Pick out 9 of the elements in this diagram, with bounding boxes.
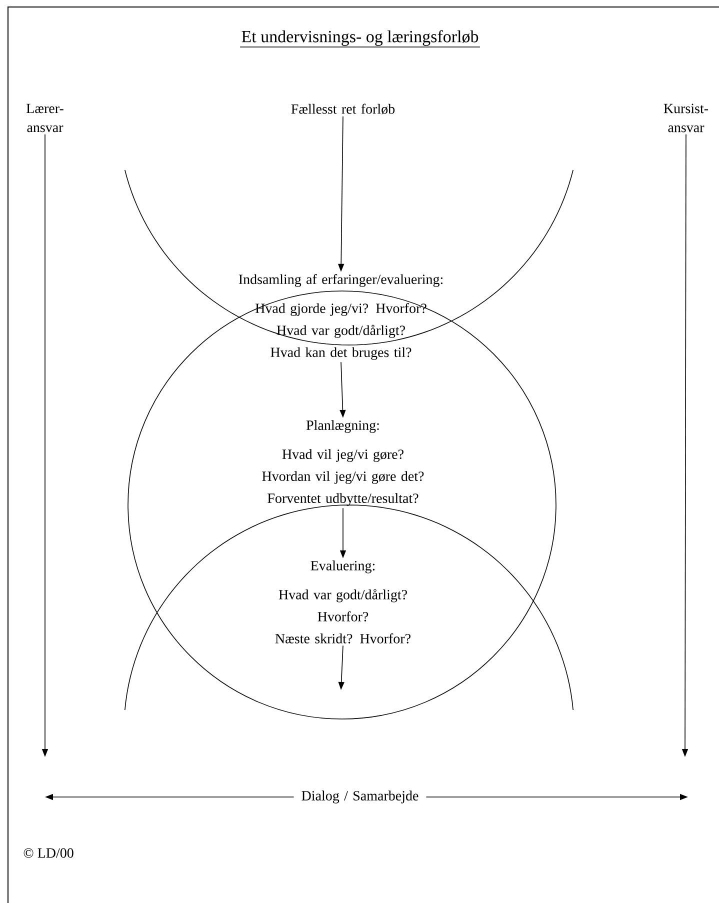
copyright-note: © LD/00 [24, 848, 74, 858]
title: Et undervisnings- og læringsforløb [242, 30, 478, 46]
responsibility-label: Kursist- ansvar [664, 104, 708, 132]
dialog-label: Dialog / Samarbejde [302, 790, 418, 804]
stage-text: Planlægning: Hvad vil jeg/vi gøre? Hvordan vil jeg/vi gøre det? Forventet udbytte/resultat? [262, 420, 424, 506]
flow-label: Fællesst ret forløb [291, 104, 395, 114]
responsibility-label: Lærer- ansvar [26, 104, 64, 132]
stage-text: Indsamling af erfaringer/evaluering: Hvad gjorde jeg/vi? Hvorfor? Hvad var godt/dårligt? Hvad kan det bruges til? [238, 274, 442, 360]
stage-text: Evaluering: Hvad var godt/dårligt? Hvorfor? Næste skridt? Hvorfor? [275, 560, 410, 644]
